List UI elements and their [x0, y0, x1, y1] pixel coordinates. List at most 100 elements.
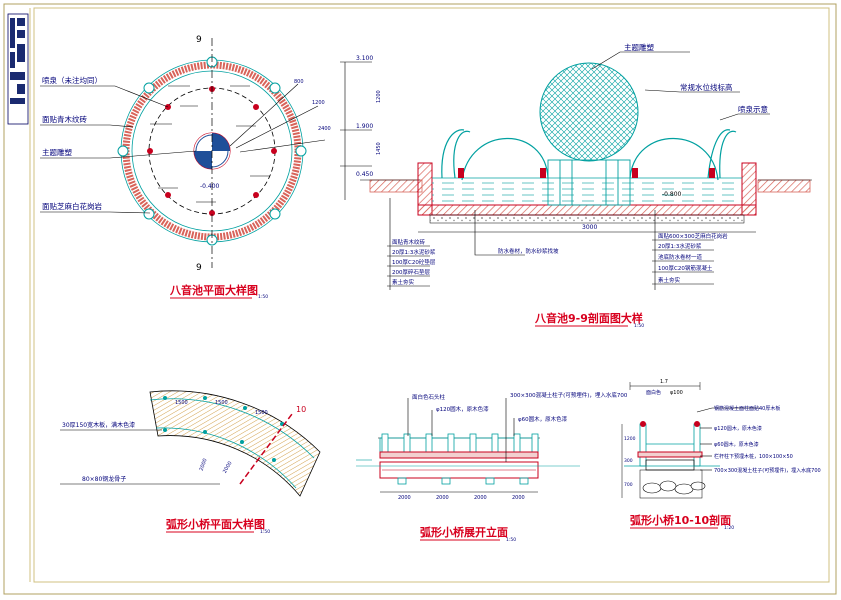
section-left-note-3: 100厚C20砼垫层	[392, 258, 436, 266]
svg-text:700: 700	[624, 482, 633, 488]
bridge-elev-beam	[379, 461, 539, 479]
svg-text:1500: 1500	[255, 410, 268, 416]
bridge-elev-note-4: φ60圆木，原木色漆	[518, 415, 568, 423]
svg-text:1200: 1200	[376, 90, 382, 103]
bridge-sec-deck	[637, 451, 703, 458]
bridge-sec-top-dim-1: 1.7	[660, 379, 668, 385]
bridge-plan-posts	[163, 396, 284, 462]
bridge-plan: 1500 1500 1500 2000 2000	[60, 390, 321, 497]
section-dimension: 3000	[582, 224, 597, 231]
bridge-sec-top-note: 面白色	[646, 389, 661, 396]
section-level-water: -0.800	[662, 191, 682, 198]
bridge-elev-posts	[381, 433, 539, 453]
plan-leaders-left	[40, 85, 197, 214]
bridge-plan-section-line	[239, 413, 293, 485]
section-right-note-5: 素土夯实	[658, 276, 681, 284]
svg-text:1500: 1500	[175, 400, 188, 406]
bridge-sec-note-5: 700×300混凝土柱子(可预埋件)，埋入水底700	[714, 467, 821, 474]
bridge-elev-note-3: 300×300混凝土柱子(可预埋件)，埋入水底700	[510, 391, 628, 399]
section-pedestal	[547, 159, 631, 206]
section-right-note-ticks	[652, 239, 714, 285]
plan-label-granite: 面贴芝麻白花岗岩	[42, 201, 102, 211]
bridge-plan-section-mark: 10	[296, 405, 306, 414]
section-vertical-dims: 1200 1450	[376, 90, 382, 155]
bridge-sec-scale: 1:20	[724, 525, 734, 531]
plan-level: -0.400	[200, 183, 220, 190]
svg-text:2400: 2400	[318, 126, 331, 132]
bridge-elevation	[356, 398, 580, 493]
svg-text:1200: 1200	[312, 100, 325, 106]
bridge-sec-post-left	[639, 423, 647, 467]
section-left-note-5: 素土夯实	[392, 278, 415, 286]
section-sculpture-sphere	[539, 62, 639, 162]
section-scale: 1:50	[634, 323, 644, 329]
bridge-plan-note-joist: 80×80钢龙骨子	[82, 475, 126, 483]
plan-title: 八音池平面大样图	[169, 283, 258, 297]
bridge-plan-note-deck: 30厚150宽木板，满木色漆	[62, 421, 135, 429]
section-ground-right	[757, 179, 811, 193]
section-nozzles	[458, 168, 715, 178]
bridge-elev-leaders	[407, 398, 515, 462]
section-middle-note: 防水卷材，防水砂浆找坡	[498, 247, 559, 255]
bridge-sec-note-4: 栏杆柱下预埋木桩，100×100×50	[714, 453, 793, 460]
bridge-elev-dim-3: 2000	[474, 495, 487, 501]
svg-text:2000: 2000	[199, 458, 209, 472]
section-level-top: 3.100	[356, 55, 373, 62]
sheet-frame	[3, 3, 837, 595]
plan-section-mark-top: 9	[196, 35, 202, 45]
section-label-water-level: 常规水位线标高	[680, 82, 733, 92]
plan-label-wood-tile: 面贴青木纹砖	[42, 114, 87, 124]
section-title: 八音池9-9剖面图大样	[534, 311, 643, 325]
bridge-elev-note-1: 面白色石头柱	[412, 393, 446, 401]
pond-section: 1200 1450	[340, 51, 812, 290]
bridge-elev-deck	[379, 451, 539, 459]
svg-text:1200: 1200	[624, 436, 636, 442]
section-base-layer	[429, 214, 745, 224]
plan-section-mark-bottom: 9	[196, 263, 202, 273]
section-left-note-ticks	[387, 245, 430, 287]
bridge-elev-note-2: φ120圆木，原木色漆	[436, 405, 489, 413]
svg-text:1500: 1500	[215, 400, 228, 406]
plan-dim-ticks-right: 800 1200 2400	[294, 79, 331, 132]
section-left-note-1: 面贴青木纹砖	[392, 238, 426, 246]
section-water	[432, 178, 742, 205]
section-level-mid: 1.900	[356, 123, 373, 130]
bridge-sec-rocks	[642, 480, 706, 495]
bridge-sec-note-1: 钢筋混凝土面柱面贴40厚木板	[714, 405, 780, 412]
bridge-elev-piles	[397, 477, 529, 485]
bridge-sec-note-3: φ60圆木，原木色漆	[714, 441, 759, 448]
bridge-elev-dim-4: 2000	[512, 495, 525, 501]
section-left-note-4: 200厚碎石垫层	[392, 268, 430, 276]
section-ground-left	[369, 179, 423, 193]
plan-ripples	[150, 85, 270, 203]
section-label-fountain: 喷泉示意	[738, 104, 768, 114]
svg-text:300: 300	[624, 458, 633, 464]
bridge-sec-vdims: 1200 300 700	[624, 436, 636, 488]
bridge-plan-dims: 1500 1500 1500 2000 2000	[175, 400, 268, 474]
section-pond-floor	[417, 204, 757, 216]
section-left-note-2: 20厚1:3水泥砂浆	[392, 248, 436, 256]
plan-label-fountain: 喷泉（未注均同）	[42, 75, 102, 85]
bridge-sec-top-dim-2: φ100	[670, 390, 683, 396]
svg-text:1450: 1450	[376, 142, 382, 155]
bridge-sec-post-right	[693, 423, 701, 467]
plan-label-sculpture: 主题雕塑	[42, 147, 72, 157]
section-right-note-3: 池底防水卷材一道	[658, 253, 703, 261]
bridge-sec-note-2: φ120圆木，原木色漆	[714, 425, 762, 432]
bridge-elev-scale: 1:50	[506, 537, 516, 543]
section-right-note-4: 100厚C20钢筋混凝土	[658, 264, 713, 272]
section-level-ground: 0.450	[356, 171, 373, 178]
svg-text:2000: 2000	[222, 460, 234, 474]
bridge-elev-title: 弧形小桥展开立面	[420, 525, 508, 539]
bridge-sec-leaders	[696, 407, 760, 471]
section-right-note-2: 20厚1:3水泥砂浆	[658, 242, 702, 250]
svg-text:800: 800	[294, 79, 304, 85]
bridge-section: 1200 300 700	[621, 382, 760, 499]
title-block-strip	[7, 13, 29, 125]
bridge-plan-scale: 1:50	[260, 529, 270, 535]
plan-scale: 1:50	[258, 294, 268, 300]
bridge-sec-beam	[645, 459, 695, 471]
section-label-sculpture: 主题雕塑	[624, 42, 654, 52]
section-fountain-arcs	[441, 129, 737, 181]
